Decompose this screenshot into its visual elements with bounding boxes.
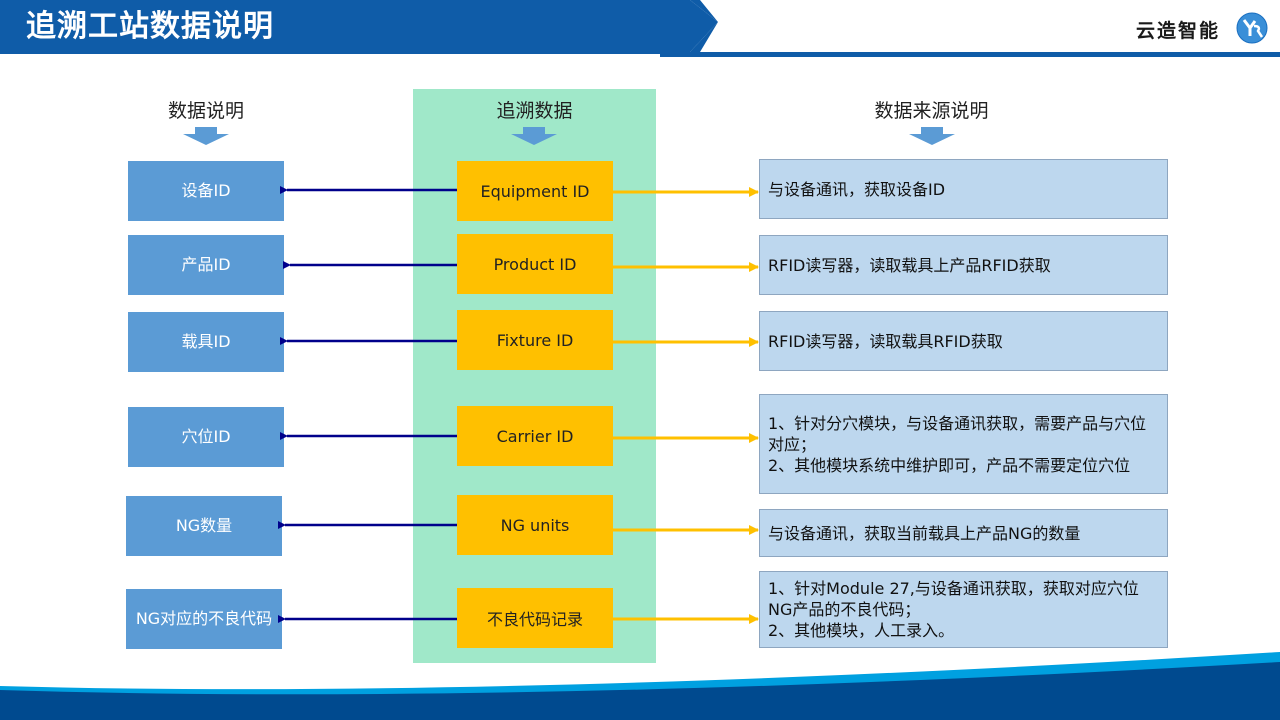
description-label: 载具ID	[181, 332, 231, 351]
trace-label: Equipment ID	[480, 181, 590, 201]
source-text: 1、针对Module 27,与设备通讯获取，获取对应穴位NG产品的不良代码； 2…	[768, 579, 1139, 640]
source-text: RFID读写器，读取载具RFID获取	[768, 331, 1003, 351]
yr-logo-icon	[1236, 12, 1268, 44]
source-text: 与设备通讯，获取当前载具上产品NG的数量	[768, 523, 1081, 543]
brand-name: 云造智能	[1136, 20, 1221, 42]
source-box-fixture: RFID读写器，读取载具RFID获取	[759, 311, 1168, 371]
trace-label: NG units	[500, 515, 570, 535]
right-down-arrow-icon	[909, 127, 955, 145]
description-label: 产品ID	[181, 255, 231, 274]
source-text: 1、针对分穴模块，与设备通讯获取，需要产品与穴位对应； 2、其他模块系统中维护即…	[768, 413, 1147, 475]
middle-down-arrow-icon	[511, 127, 557, 145]
description-box-fixture: 载具ID	[128, 312, 284, 372]
trace-label: 不良代码记录	[486, 610, 583, 629]
trace-label: Carrier ID	[496, 426, 574, 446]
description-box-ng-units: NG数量	[126, 496, 282, 556]
middle-column-title: 追溯数据	[496, 100, 573, 122]
source-box-equipment: 与设备通讯，获取设备ID	[759, 159, 1168, 219]
description-box-equipment: 设备ID	[128, 161, 284, 221]
trace-box-fixture-id: Fixture ID	[457, 310, 613, 370]
trace-box-equipment-id: Equipment ID	[457, 161, 613, 221]
left-column-title: 数据说明	[167, 100, 244, 122]
page-title: 追溯工站数据说明	[26, 9, 274, 44]
trace-box-product-id: Product ID	[457, 234, 613, 294]
description-label: NG对应的不良代码	[135, 609, 273, 628]
left-down-arrow-icon	[183, 127, 229, 145]
source-text: RFID读写器，读取载具上产品RFID获取	[768, 255, 1051, 275]
source-box-ng-units: 与设备通讯，获取当前载具上产品NG的数量	[759, 509, 1168, 557]
description-box-carrier: 穴位ID	[128, 407, 284, 467]
trace-label: Product ID	[493, 254, 577, 274]
source-box-product: RFID读写器，读取载具上产品RFID获取	[759, 235, 1168, 295]
description-box-product: 产品ID	[128, 235, 284, 295]
description-label: 穴位ID	[181, 427, 231, 446]
source-text: 与设备通讯，获取设备ID	[768, 179, 946, 199]
description-label: NG数量	[175, 516, 233, 535]
trace-box-ng-units: NG units	[457, 495, 613, 555]
trace-box-defect-code-record: 不良代码记录	[457, 588, 613, 648]
right-column-title: 数据来源说明	[874, 100, 989, 122]
header-banner	[0, 0, 1280, 57]
trace-label: Fixture ID	[496, 330, 574, 350]
source-box-carrier: 1、针对分穴模块，与设备通讯获取，需要产品与穴位对应； 2、其他模块系统中维护即…	[759, 394, 1168, 494]
trace-box-carrier-id: Carrier ID	[457, 406, 613, 466]
description-label: 设备ID	[181, 181, 231, 200]
source-box-defect-code: 1、针对Module 27,与设备通讯获取，获取对应穴位NG产品的不良代码； 2…	[759, 571, 1168, 648]
footer-wave	[0, 652, 1280, 720]
description-box-defect-code: NG对应的不良代码	[126, 589, 282, 649]
